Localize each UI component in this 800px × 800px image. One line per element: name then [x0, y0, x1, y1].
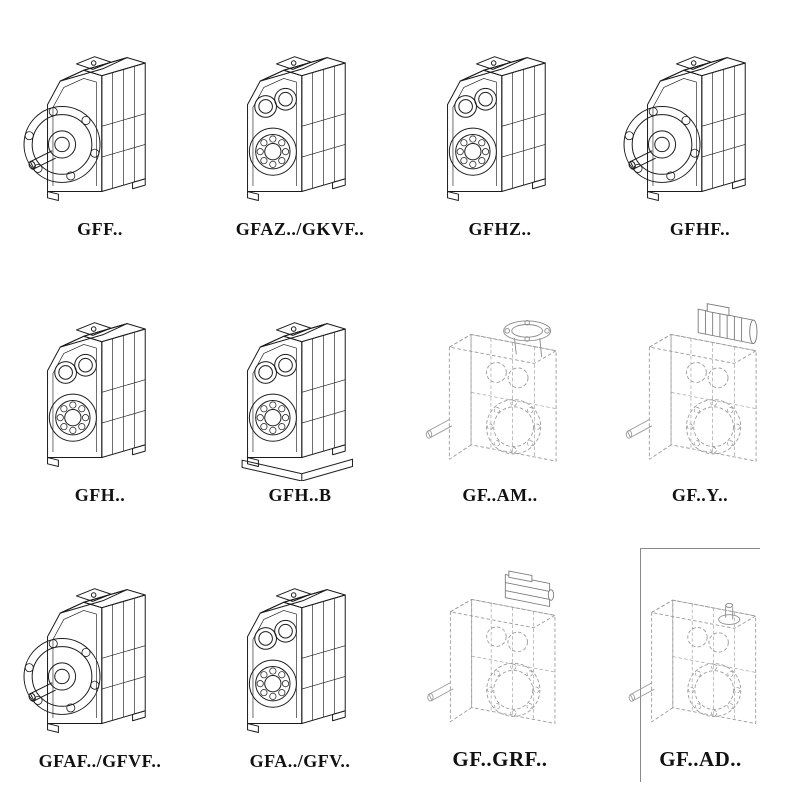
catalog-cell-gf-am: GF..AM..: [440, 282, 560, 516]
gearbox-input-shaft-icon: [612, 549, 790, 743]
model-label: GF..AM..: [462, 485, 538, 505]
catalog-cell-gfhf: GFHF..: [640, 16, 760, 250]
gearbox-hollow-shaft-icon: [11, 282, 189, 481]
gearbox-flange-output-icon: [611, 16, 789, 215]
catalog-cell-gfaz-gkvf: GFAZ../GKVF..: [236, 16, 364, 250]
gearbox-foot-mounted-icon: [211, 282, 389, 481]
catalog-cell-gfh: GFH..: [40, 282, 160, 516]
gearbox-hollow-shaft-icon: [411, 16, 589, 215]
catalog-cell-gf-ad: GF..AD..: [640, 548, 760, 782]
catalog-cell-gfhz: GFHZ..: [440, 16, 560, 250]
gearbox-flange-output-icon: [11, 548, 189, 747]
catalog-cell-gfaf-gfvf: GFAF../GFVF..: [38, 548, 162, 782]
gearbox-flange-output-icon: [11, 16, 189, 215]
catalog-cell-gf-y: GF..Y..: [640, 282, 760, 516]
model-label: GFAZ../GKVF..: [235, 219, 365, 239]
model-label: GFF..: [77, 219, 123, 239]
model-label: GFHF..: [669, 219, 731, 239]
gearbox-motor-adapter-icon: [411, 282, 589, 481]
gearbox-hollow-shaft-icon: [211, 548, 389, 747]
gearbox-hollow-shaft-icon: [211, 16, 389, 215]
catalog-cell-gfa-gfv: GFA../GFV..: [240, 548, 360, 782]
model-label: GF..GRF..: [452, 747, 548, 771]
model-label: GFAF../GFVF..: [38, 751, 162, 771]
gearbox-with-motor-icon: [611, 282, 789, 481]
model-label: GFH..B: [268, 485, 332, 505]
catalog-cell-gf-grf: GF..GRF..: [440, 548, 560, 782]
model-label: GF..Y..: [671, 485, 729, 505]
model-label: GFHZ..: [468, 219, 532, 239]
catalog-cell-gfhb: GFH..B: [240, 282, 360, 516]
catalog-cell-gff: GFF..: [40, 16, 160, 250]
model-label: GFA../GFV..: [249, 751, 351, 771]
gearbox-gear-adapter-icon: [411, 548, 589, 743]
model-label: GFH..: [74, 485, 126, 505]
model-label: GF..AD..: [659, 747, 742, 771]
